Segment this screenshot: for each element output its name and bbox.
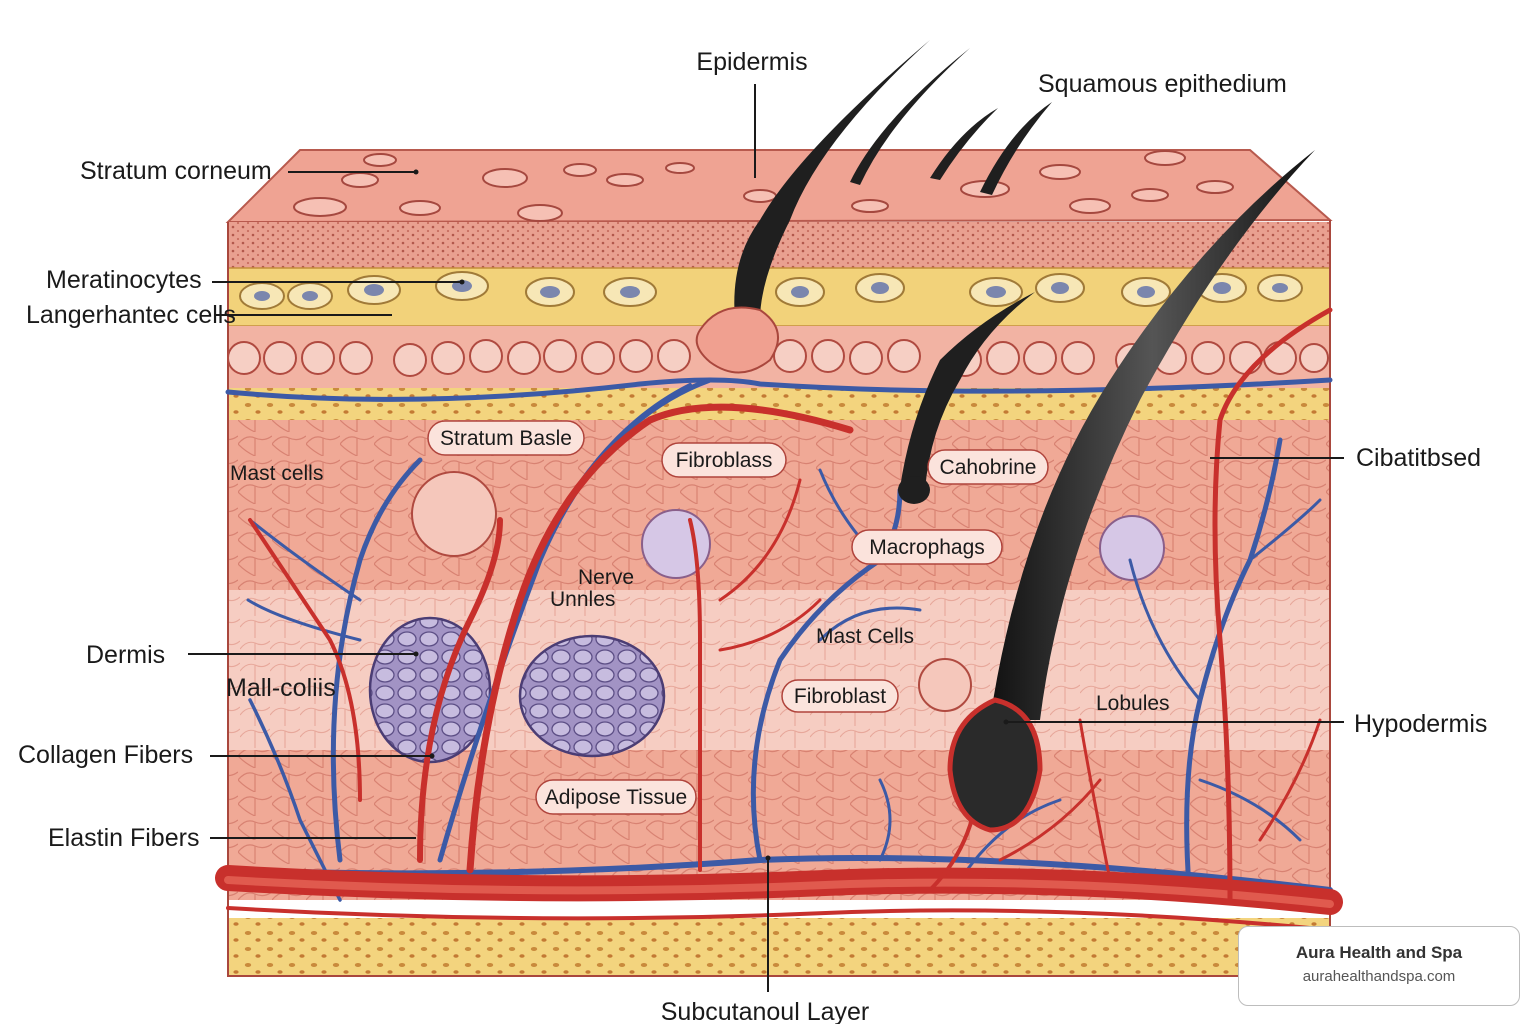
label-epidermis: Epidermis bbox=[696, 48, 807, 76]
bottom-fat-band bbox=[228, 918, 1330, 976]
hair-bulb-left bbox=[695, 306, 779, 374]
surface-cells bbox=[293, 150, 1234, 222]
brand-url: aurahealthandspa.com bbox=[1302, 968, 1456, 985]
hair-shaft-left bbox=[734, 40, 930, 320]
label-stratum-basle: Stratum Basle bbox=[440, 427, 572, 450]
label-elastin-fibers: Elastin Fibers bbox=[48, 824, 199, 852]
brand-name: Aura Health and Spa bbox=[1295, 943, 1463, 962]
hair-follicles bbox=[695, 40, 1315, 833]
outer-labels: Epidermis Squamous epithedium Stratum co… bbox=[18, 48, 1487, 1024]
label-squamous-epithedium: Squamous epithedium bbox=[1038, 70, 1287, 98]
label-nerve: Nerve bbox=[578, 566, 634, 589]
label-mast-cells-left: Mast cells bbox=[230, 462, 323, 485]
label-fibroblass: Fibroblass bbox=[676, 449, 773, 472]
label-dermis: Dermis bbox=[86, 641, 165, 669]
label-subcutaneous-layer: Subcutanoul Layer bbox=[661, 998, 869, 1024]
skin-block bbox=[225, 149, 1333, 977]
label-langerhantec-cells: Langerhantec cells bbox=[26, 301, 236, 329]
label-adipose-tissue: Adipose Tissue bbox=[545, 786, 687, 809]
label-mall-coliis: Mall-coliis bbox=[226, 674, 336, 702]
label-stratum-corneum: Stratum corneum bbox=[80, 157, 272, 185]
label-meratinocytes: Meratinocytes bbox=[46, 266, 202, 294]
label-collagen-fibers: Collagen Fibers bbox=[18, 741, 193, 769]
label-cahobrine: Cahobrine bbox=[940, 456, 1037, 479]
hair-shaft-mid bbox=[900, 292, 1035, 490]
label-macrophags: Macrophags bbox=[869, 536, 985, 559]
label-hypodermis: Hypodermis bbox=[1354, 710, 1487, 738]
brand-watermark: Aura Health and Spa aurahealthandspa.com bbox=[1238, 926, 1520, 1006]
label-fibroblast: Fibroblast bbox=[794, 685, 886, 708]
hair-bulb-right bbox=[947, 697, 1043, 833]
label-cibatitbsed: Cibatitbsed bbox=[1356, 444, 1481, 472]
label-unnles: Unnles bbox=[550, 588, 615, 611]
leader-lines bbox=[188, 84, 1344, 992]
inner-labels: Stratum Basle Fibroblass Cahobrine Macro… bbox=[230, 420, 1170, 815]
arteries bbox=[215, 307, 1343, 932]
label-mast-cells-mid: Mast Cells bbox=[816, 625, 914, 648]
hair-shaft-right bbox=[990, 150, 1315, 720]
label-lobules: Lobules bbox=[1096, 692, 1170, 715]
